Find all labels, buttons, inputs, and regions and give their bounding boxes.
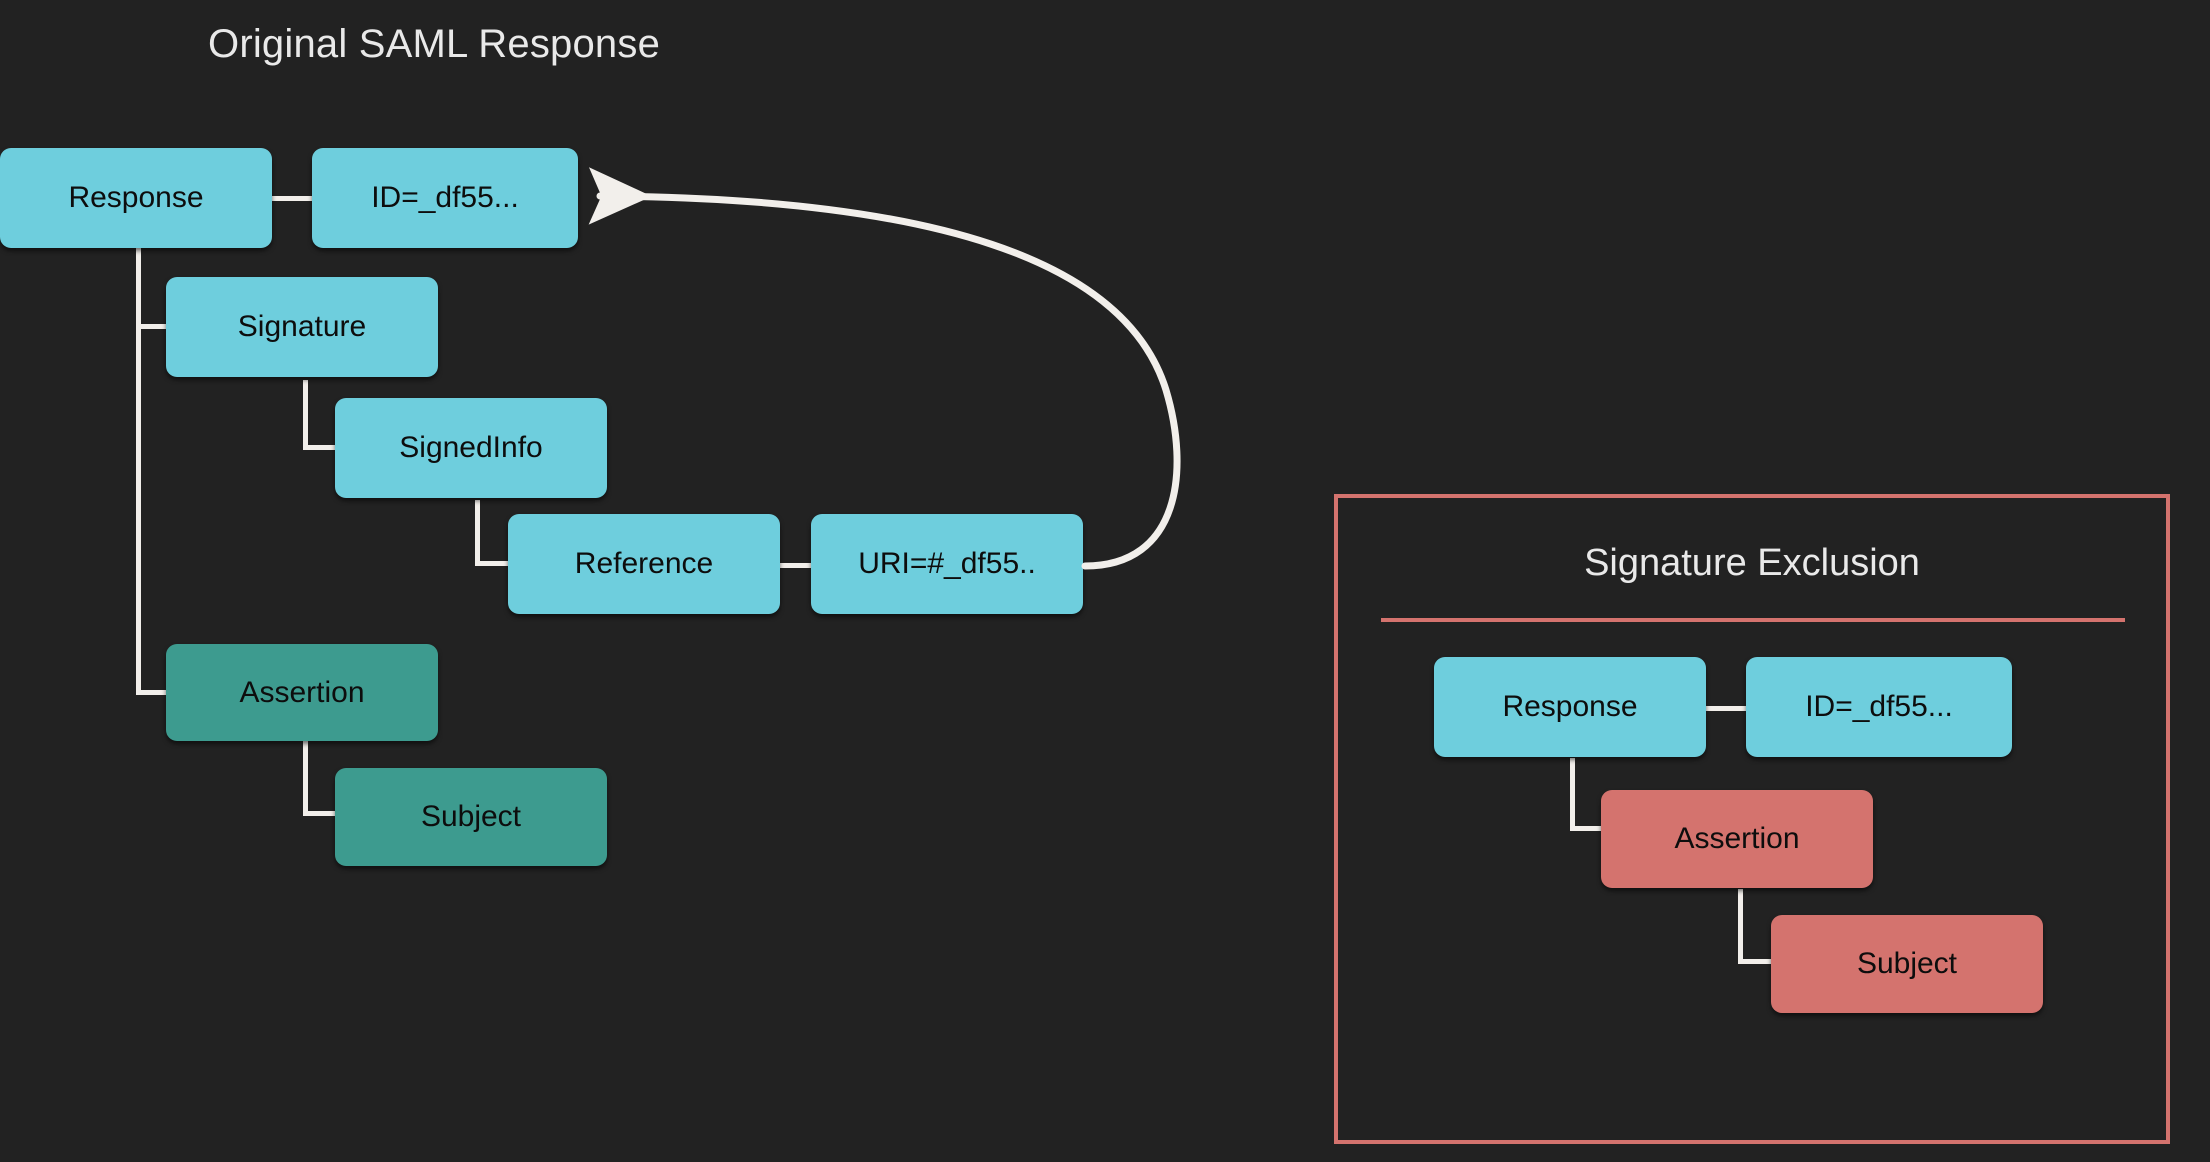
edge-signedinfo-down (475, 500, 480, 566)
edge-response-to-id (272, 196, 312, 201)
left-diagram-title: Original SAML Response (208, 22, 661, 66)
panel-node-id-attribute[interactable]: ID=_df55... (1746, 657, 2012, 757)
edge-assertion-to-subject (303, 811, 339, 816)
node-subject[interactable]: Subject (335, 768, 607, 866)
node-signedinfo[interactable]: SignedInfo (335, 398, 607, 498)
edge-trunk-to-signature (136, 324, 168, 329)
edge-signature-down (303, 380, 308, 450)
panel-edge-assertion-down (1738, 889, 1743, 964)
panel-edge-response-to-assertion (1570, 826, 1604, 831)
edge-trunk-to-assertion (136, 690, 168, 695)
edge-reference-to-uri (780, 563, 812, 568)
panel-edge-response-to-id (1706, 706, 1746, 711)
node-id-attribute[interactable]: ID=_df55... (312, 148, 578, 248)
panel-node-assertion[interactable]: Assertion (1601, 790, 1873, 888)
node-response[interactable]: Response (0, 148, 272, 248)
edge-signedinfo-to-reference (475, 561, 511, 566)
node-uri-attribute[interactable]: URI=#_df55.. (811, 514, 1083, 614)
node-signature[interactable]: Signature (166, 277, 438, 377)
signature-exclusion-title: Signature Exclusion (1584, 542, 1920, 584)
edge-signature-to-signedinfo (303, 445, 338, 450)
panel-divider (1381, 618, 2125, 622)
node-assertion[interactable]: Assertion (166, 644, 438, 741)
panel-node-response[interactable]: Response (1434, 657, 1706, 757)
edge-assertion-down (303, 740, 308, 816)
edge-response-trunk (136, 248, 141, 694)
node-reference[interactable]: Reference (508, 514, 780, 614)
signature-exclusion-panel (1334, 494, 2170, 1144)
panel-edge-assertion-to-subject (1738, 959, 1774, 964)
panel-edge-response-down (1570, 758, 1575, 831)
panel-node-subject[interactable]: Subject (1771, 915, 2043, 1013)
